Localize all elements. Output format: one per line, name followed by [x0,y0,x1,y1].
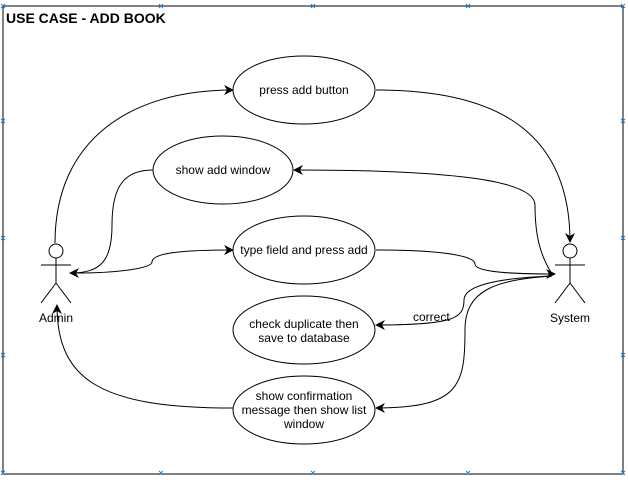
use-case-label: type field and press add [240,243,367,257]
edge-label-correct: correct [413,310,450,324]
edge-press-add-button-to-system[interactable] [375,89,575,243]
use-case-label: window [283,417,324,431]
edge-system-to-show-confirmation[interactable] [375,275,553,413]
use-case-show-confirmation[interactable]: show confirmation message then show list… [232,375,376,445]
selection-handles[interactable] [0,3,626,476]
use-case-check-duplicate[interactable]: check duplicate then save to database [232,295,376,365]
actor-head-icon [562,243,578,259]
edge-system-to-show-add-window[interactable] [293,165,553,275]
actor-head-icon [48,243,64,259]
edge-admin-to-type-field[interactable] [74,245,234,274]
use-case-label: show add window [176,163,271,177]
use-case-label: press add button [259,83,348,97]
use-case-label: save to database [258,331,350,345]
edge-system-to-check-duplicate[interactable] [375,275,553,330]
use-case-label: show confirmation [256,389,353,403]
use-case-type-field-and-press-add[interactable]: type field and press add [232,215,376,285]
edge-show-add-window-to-admin[interactable] [69,169,154,278]
actor-system[interactable] [554,243,586,304]
use-case-label: message then show list [242,403,367,417]
connectors [52,85,575,413]
edge-show-confirmation-to-admin[interactable] [52,304,234,409]
use-case-show-add-window[interactable]: show add window [152,135,294,205]
actor-admin[interactable] [40,243,72,304]
edge-admin-to-press-add-button[interactable] [54,85,234,244]
use-case-press-add-button[interactable]: press add button [232,55,376,125]
use-case-label: check duplicate then [249,317,358,331]
edge-type-field-to-system[interactable] [375,249,556,279]
actor-label-system: System [550,311,590,325]
diagram-title: USE CASE - ADD BOOK [6,10,166,26]
actor-label-admin: Admin [39,311,73,325]
